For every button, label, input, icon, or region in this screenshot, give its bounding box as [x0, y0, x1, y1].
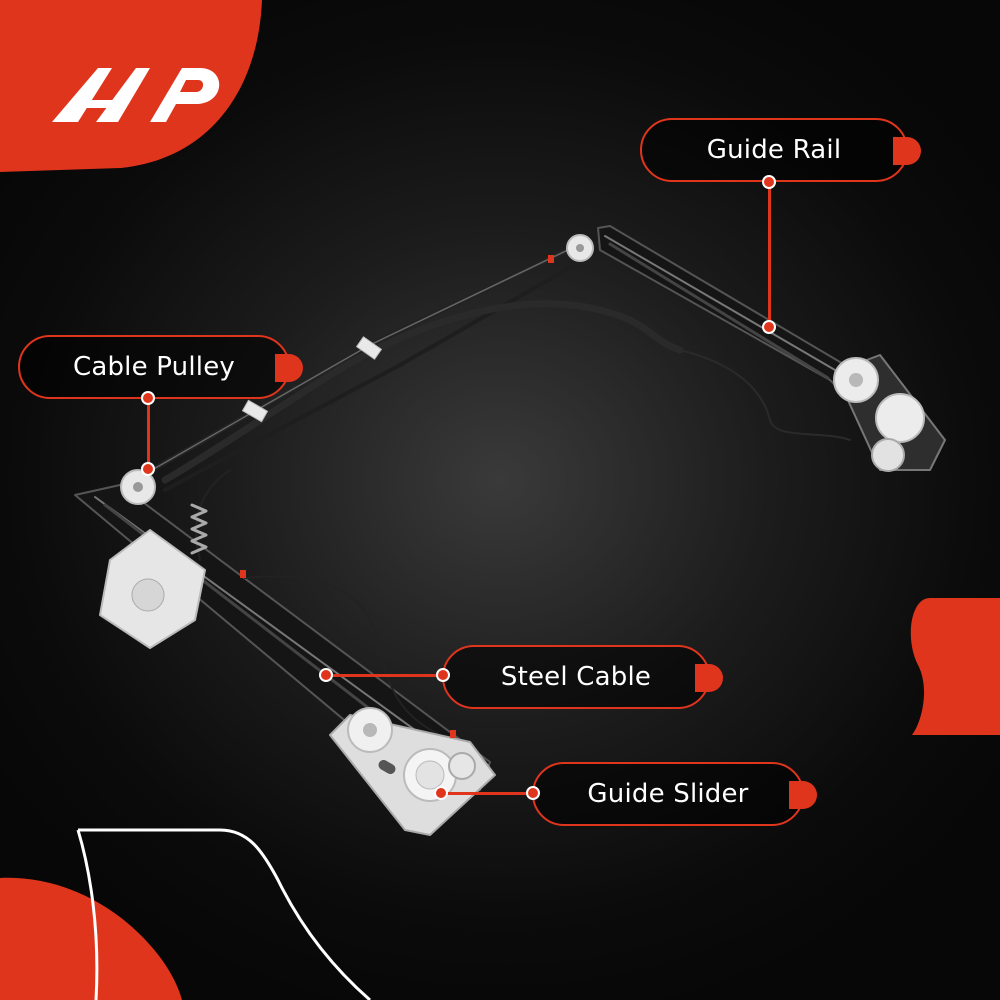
callout-dot — [762, 175, 776, 189]
callout-cap — [789, 781, 817, 809]
callout-target-dot — [762, 320, 776, 334]
callout-guide-rail: Guide Rail — [640, 118, 921, 182]
callout-steel-cable-label: Steel Cable — [500, 662, 652, 692]
callout-guide-rail-label: Guide Rail — [706, 135, 842, 165]
leader-line — [330, 674, 442, 677]
callout-dot — [526, 786, 540, 800]
callout-cable-pulley: Cable Pulley — [18, 335, 303, 399]
callout-dot — [436, 668, 450, 682]
leader-line — [440, 792, 532, 795]
callout-cable-pulley-label: Cable Pulley — [72, 352, 235, 382]
callout-cap — [275, 354, 303, 382]
callout-dot — [141, 391, 155, 405]
leader-line — [147, 399, 150, 469]
callout-target-dot — [319, 668, 333, 682]
callout-guide-slider-label: Guide Slider — [587, 779, 749, 809]
leader-line — [768, 182, 771, 327]
callout-target-dot — [141, 462, 155, 476]
callout-cap — [695, 664, 723, 692]
callout-target-dot — [434, 786, 448, 800]
callout-steel-cable: Steel Cable — [442, 645, 723, 709]
callout-cap — [893, 137, 921, 165]
callout-guide-slider: Guide Slider — [532, 762, 817, 826]
